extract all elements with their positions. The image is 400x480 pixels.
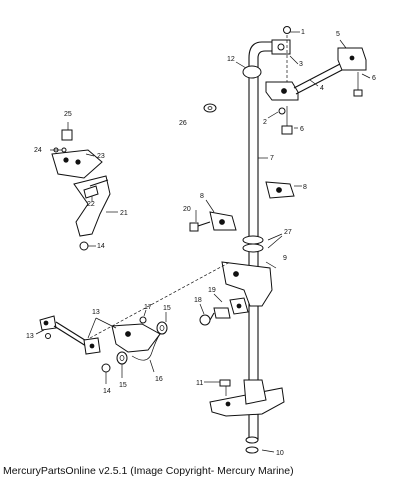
rings-27 [242, 235, 277, 269]
callout-9: 9 [283, 255, 287, 262]
callout-7: 7 [270, 155, 274, 162]
callout-24: 24 [34, 147, 42, 154]
lever-8-upper [265, 181, 295, 199]
callout-1: 1 [301, 29, 305, 36]
lower-lever-assembly [209, 379, 285, 454]
callout-3: 3 [299, 61, 303, 68]
callout-8b: 8 [200, 193, 204, 200]
callout-19: 19 [208, 287, 216, 294]
callout-4: 4 [320, 85, 324, 92]
guide-line [89, 261, 231, 339]
callout-14a: 14 [97, 243, 105, 250]
washer-26 [203, 103, 217, 113]
callout-5: 5 [336, 31, 340, 38]
callout-6a: 6 [372, 75, 376, 82]
callout-6b: 6 [300, 126, 304, 133]
callout-18: 18 [194, 297, 202, 304]
callouts: 1 2 3 4 5 6 6 7 8 8 9 10 11 12 13 13 14 … [26, 29, 376, 457]
callout-27: 27 [284, 229, 292, 236]
callout-11: 11 [196, 380, 203, 387]
main-shaft [242, 41, 272, 444]
callout-13b: 13 [92, 309, 100, 316]
callout-16: 16 [155, 376, 163, 383]
callout-15b: 15 [119, 382, 127, 389]
callout-10: 10 [276, 450, 284, 457]
callout-13a: 13 [26, 333, 34, 340]
image-caption: MercuryPartsOnline v2.5.1 (Image Copyrig… [3, 465, 294, 477]
callout-26: 26 [179, 120, 187, 127]
callout-15a: 15 [163, 305, 171, 312]
callout-12: 12 [227, 56, 235, 63]
callout-22: 22 [87, 201, 95, 208]
callout-25: 25 [64, 111, 72, 118]
top-bracket [265, 26, 367, 135]
callout-20: 20 [183, 206, 191, 213]
leader-lines [35, 31, 371, 453]
shaft-lever-plate [199, 261, 273, 326]
left-upper-subassembly [51, 129, 111, 251]
callout-17: 17 [144, 304, 152, 311]
lever-8-lower [189, 211, 237, 232]
callout-21: 21 [120, 210, 128, 217]
left-lower-linkage [39, 315, 168, 373]
callout-14b: 14 [103, 388, 111, 395]
callout-2: 2 [263, 119, 267, 126]
callout-8a: 8 [303, 184, 307, 191]
callout-23: 23 [97, 153, 105, 160]
